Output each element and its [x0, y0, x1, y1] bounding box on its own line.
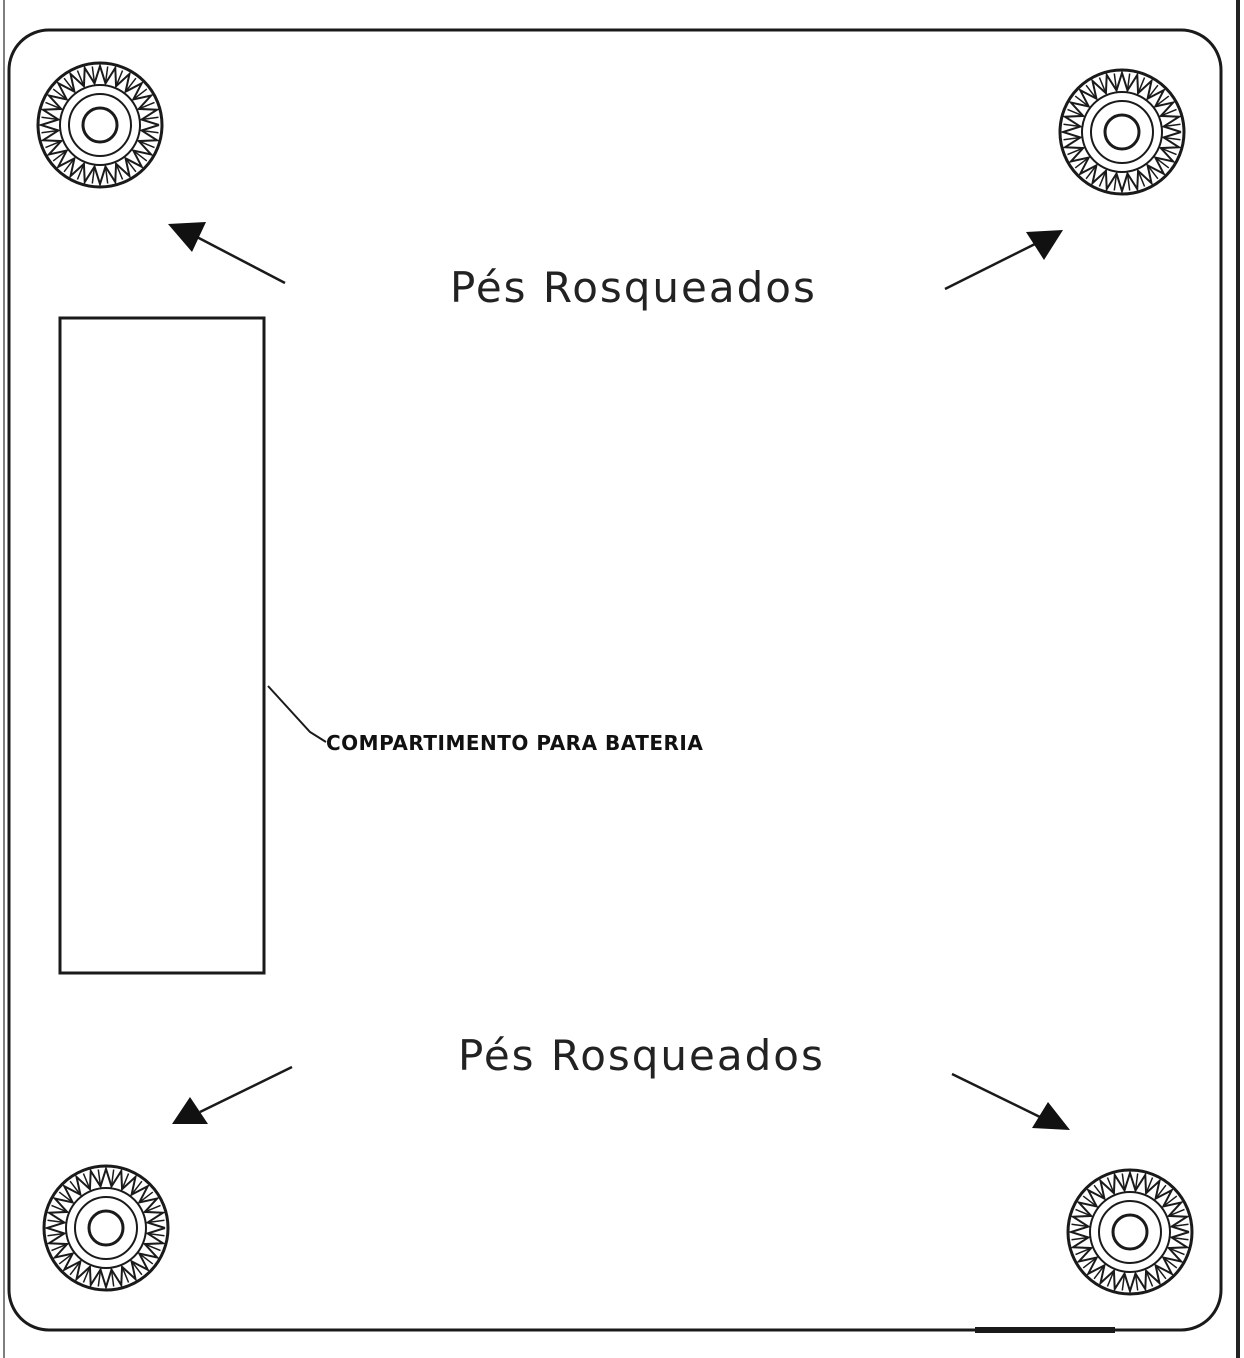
arrow-top-left-icon [168, 222, 286, 285]
battery-compartment [58, 316, 266, 975]
device-outline [7, 28, 1223, 1332]
feet-label-top: Pés Rosqueados [450, 263, 817, 312]
threaded-foot-top-right-icon [1058, 68, 1186, 196]
battery-compartment-label: COMPARTIMENTO PARA BATERIA [326, 731, 703, 755]
threaded-foot-top-left-icon [36, 61, 164, 189]
battery-compartment-leader-line [267, 685, 327, 743]
arrow-bottom-left-icon [172, 1065, 293, 1124]
arrow-top-right-icon [944, 230, 1063, 291]
arrow-bottom-right-icon [951, 1072, 1070, 1130]
threaded-foot-bottom-left-icon [42, 1164, 170, 1292]
feet-label-bottom: Pés Rosqueados [458, 1031, 825, 1080]
threaded-foot-bottom-right-icon [1066, 1168, 1194, 1296]
